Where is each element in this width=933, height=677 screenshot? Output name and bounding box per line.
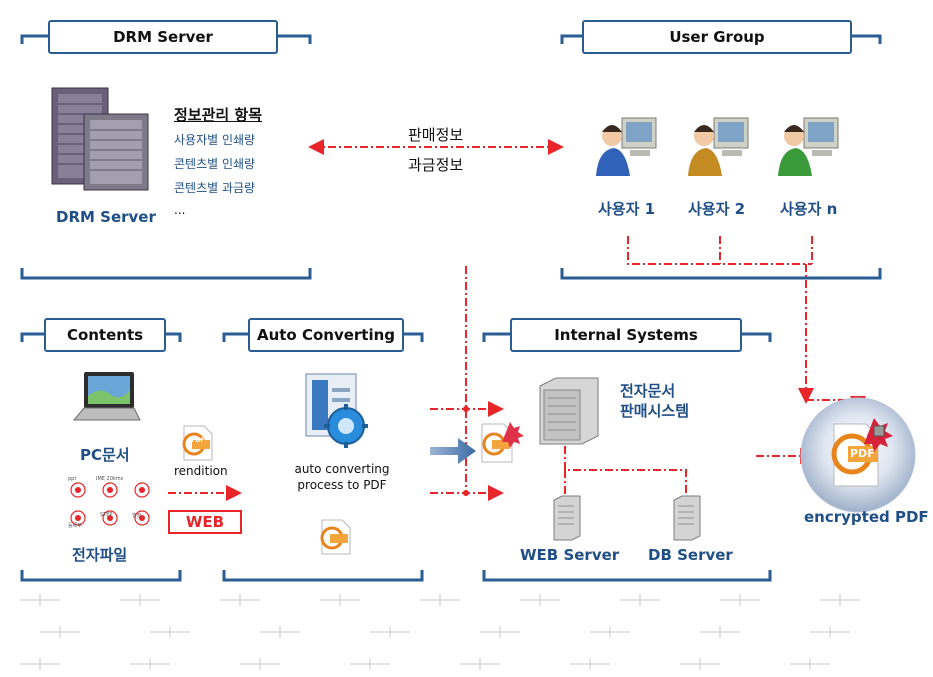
- info-item: 콘텐츠별 인쇄량: [174, 157, 256, 171]
- section-header-drm-server: DRM Server: [48, 20, 278, 54]
- pdf-file-icon: [182, 425, 213, 461]
- file-icon-label: 행정: [132, 513, 142, 519]
- floor-pattern: [20, 594, 860, 670]
- file-icon-label: 등록부: [68, 523, 82, 529]
- auto-caption-line2: process to PDF: [297, 478, 387, 492]
- pc-doc-label: PC문서: [80, 446, 130, 464]
- web-server-label: WEB Server: [520, 546, 620, 564]
- mainframe-server-icon: [539, 377, 599, 445]
- info-item: ...: [174, 203, 186, 217]
- internal-system-line2: 판매시스템: [620, 402, 690, 420]
- rendition-label: rendition: [174, 464, 228, 478]
- pdf-file-icon: [320, 519, 351, 555]
- laptop-icon: [72, 372, 141, 421]
- server-tower-icon: [51, 87, 149, 191]
- user-label: 사용자 1: [598, 200, 656, 218]
- e-file-label: 전자파일: [72, 546, 128, 564]
- auto-caption-line1: auto converting: [294, 462, 390, 476]
- converter-icon: [305, 373, 368, 448]
- section-header-internal-systems: Internal Systems: [510, 318, 742, 352]
- drm-server-label: DRM Server: [56, 208, 156, 226]
- file-icon-label: IME 20kms: [96, 476, 124, 482]
- section-header-auto-converting: Auto Converting: [248, 318, 404, 352]
- db-server-icon: [673, 495, 701, 541]
- user-computer-icon: [596, 117, 657, 176]
- user-computer-icon: [778, 117, 839, 176]
- info-title: 정보관리 항목: [174, 106, 263, 124]
- sales-info-label: 판매정보: [408, 126, 464, 144]
- web-badge: WEB: [168, 510, 242, 534]
- section-header-user-group: User Group: [582, 20, 852, 54]
- encrypted-pdf-icon: [831, 418, 893, 487]
- encrypted-pdf-label: encrypted PDF: [804, 508, 929, 526]
- pdf-label: PDF: [850, 447, 875, 460]
- info-item: 콘텐츠별 과금량: [174, 181, 256, 195]
- pdf-lock-icon: [481, 422, 524, 463]
- user-label: 사용자 2: [688, 200, 746, 218]
- flow-arrow-icon: [430, 438, 476, 464]
- db-server-label: DB Server: [648, 546, 733, 564]
- info-item: 사용자별 인쇄량: [174, 133, 256, 147]
- user-computer-icon: [688, 117, 749, 176]
- e-file-icons: [70, 482, 150, 526]
- user-label: 사용자 n: [780, 200, 838, 218]
- section-header-contents: Contents: [44, 318, 166, 352]
- web-server-icon: [553, 495, 581, 541]
- billing-info-label: 과금정보: [408, 156, 464, 174]
- file-icon-label: ppt: [68, 476, 77, 482]
- pdf-label: PDF: [191, 437, 205, 444]
- file-icon-label: STEP: [100, 512, 113, 518]
- internal-system-line1: 전자문서: [620, 382, 676, 400]
